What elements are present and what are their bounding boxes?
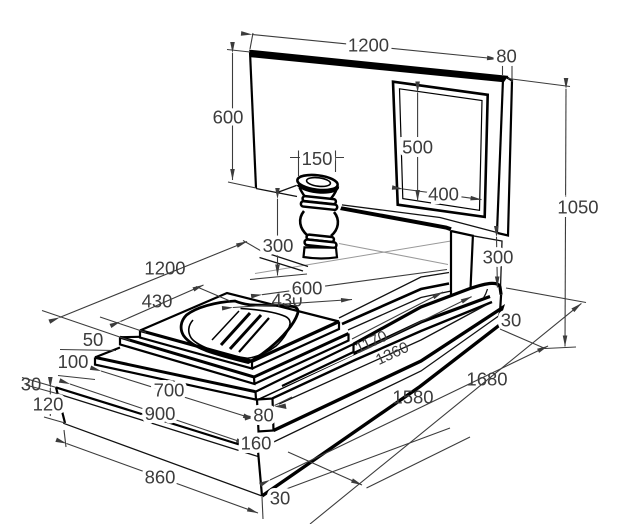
svg-text:860: 860	[145, 467, 176, 488]
svg-text:80: 80	[253, 405, 274, 426]
svg-text:500: 500	[402, 137, 433, 158]
svg-text:600: 600	[213, 107, 244, 128]
svg-text:120: 120	[33, 394, 64, 415]
svg-text:600: 600	[292, 278, 323, 299]
svg-text:400: 400	[428, 184, 459, 205]
svg-text:700: 700	[154, 380, 185, 401]
svg-text:100: 100	[58, 351, 89, 372]
svg-text:50: 50	[83, 329, 104, 350]
svg-text:80: 80	[496, 46, 517, 67]
svg-text:30: 30	[270, 488, 291, 509]
svg-text:900: 900	[145, 403, 176, 424]
svg-text:30: 30	[21, 374, 42, 395]
svg-text:1580: 1580	[392, 387, 433, 408]
svg-text:1050: 1050	[557, 197, 598, 218]
svg-text:1200: 1200	[348, 35, 389, 56]
svg-text:300: 300	[483, 247, 514, 268]
svg-text:430: 430	[272, 290, 303, 311]
svg-text:150: 150	[302, 148, 333, 169]
svg-text:1200: 1200	[144, 258, 185, 279]
svg-text:300: 300	[263, 235, 294, 256]
svg-text:160: 160	[241, 433, 272, 454]
svg-text:1680: 1680	[466, 369, 507, 390]
svg-text:430: 430	[142, 291, 173, 312]
svg-text:30: 30	[501, 310, 522, 331]
